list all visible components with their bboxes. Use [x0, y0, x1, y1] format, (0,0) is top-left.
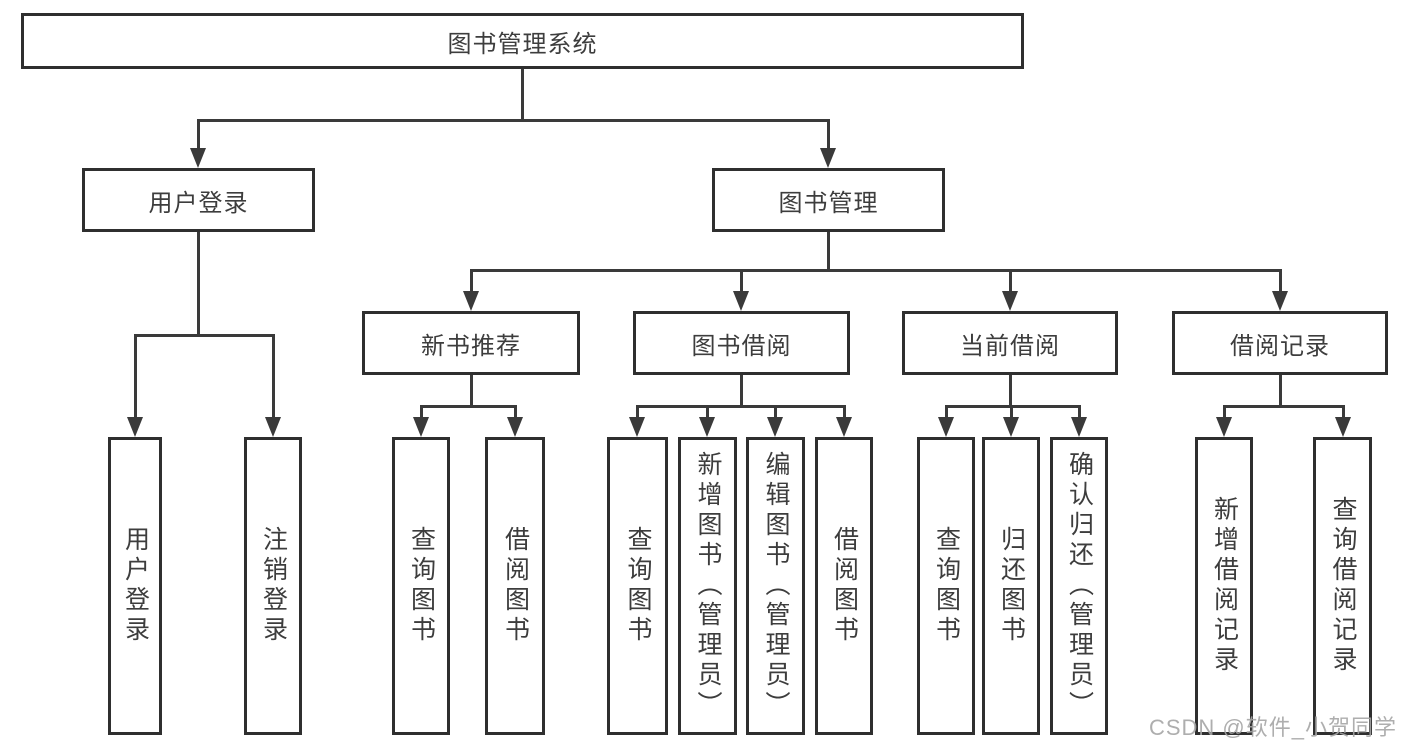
- leaf-logout: 注销登录: [244, 437, 302, 735]
- leaf-record-add-label: 新增借阅记录: [1210, 496, 1239, 676]
- connector-segment: [133, 334, 275, 337]
- connector-segment: [826, 118, 830, 151]
- arrowhead-down-icon: [190, 148, 206, 168]
- connector-segment: [826, 232, 830, 272]
- leaf-user-login-label: 用户登录: [121, 526, 150, 646]
- leaf-record-query-label: 查询借阅记录: [1329, 496, 1357, 676]
- node-current-borrow-label: 当前借阅: [960, 332, 1060, 360]
- connector-segment: [944, 404, 1081, 408]
- leaf-record-query: 查询借阅记录: [1313, 437, 1372, 735]
- arrowhead-down-icon: [1335, 417, 1351, 437]
- leaf-current-confirm-return-label: 确认归还（管理员）: [1065, 451, 1094, 721]
- node-borrow-record-label: 借阅记录: [1230, 332, 1330, 360]
- leaf-borrow-borrow-book-label: 借阅图书: [830, 526, 859, 646]
- connector-segment: [196, 118, 830, 122]
- node-new-book-recommend-label: 新书推荐: [421, 332, 521, 360]
- node-user-login-branch: 用户登录: [82, 168, 315, 232]
- connector-segment: [196, 118, 200, 151]
- connector-segment: [842, 404, 846, 419]
- leaf-current-query-label: 查询图书: [932, 526, 961, 646]
- arrowhead-down-icon: [1002, 291, 1018, 311]
- csdn-watermark: CSDN @软件_小贺同学: [1148, 715, 1397, 740]
- connector-segment: [271, 334, 275, 418]
- connector-segment: [513, 404, 517, 419]
- leaf-borrow-borrow-book: 借阅图书: [815, 437, 873, 735]
- arrowhead-down-icon: [820, 148, 836, 168]
- arrowhead-down-icon: [767, 417, 783, 437]
- arrowhead-down-icon: [507, 417, 523, 437]
- connector-segment: [469, 268, 473, 293]
- arrowhead-down-icon: [463, 291, 479, 311]
- connector-segment: [1341, 404, 1345, 419]
- node-book-management-label: 图书管理: [778, 189, 879, 217]
- leaf-borrow-add-book: 新增图书（管理员）: [678, 437, 737, 735]
- leaf-current-return: 归还图书: [982, 437, 1040, 735]
- connector-segment: [1077, 404, 1081, 419]
- leaf-borrow-query-label: 查询图书: [624, 526, 652, 646]
- arrowhead-down-icon: [127, 417, 143, 437]
- connector-segment: [469, 375, 473, 408]
- node-new-book-recommend: 新书推荐: [362, 311, 580, 375]
- leaf-newbook-query-label: 查询图书: [407, 526, 436, 646]
- node-book-management: 图书管理: [712, 168, 945, 232]
- connector-segment: [1009, 404, 1013, 419]
- node-root-label: 图书管理系统: [447, 30, 598, 58]
- node-borrow-record: 借阅记录: [1172, 311, 1388, 375]
- leaf-logout-label: 注销登录: [259, 526, 288, 646]
- connector-segment: [1008, 268, 1012, 293]
- connector-segment: [196, 232, 200, 337]
- node-user-login-branch-label: 用户登录: [148, 189, 249, 217]
- connector-segment: [944, 404, 948, 419]
- arrowhead-down-icon: [836, 417, 852, 437]
- leaf-newbook-borrow-label: 借阅图书: [501, 526, 530, 646]
- leaf-user-login: 用户登录: [108, 437, 162, 735]
- node-book-borrow-label: 图书借阅: [691, 332, 792, 360]
- connector-segment: [1222, 404, 1345, 408]
- leaf-newbook-query: 查询图书: [392, 437, 450, 735]
- arrowhead-down-icon: [1272, 291, 1288, 311]
- connector-segment: [1278, 375, 1282, 408]
- node-current-borrow: 当前借阅: [902, 311, 1118, 375]
- arrowhead-down-icon: [938, 417, 954, 437]
- connector-segment: [773, 404, 777, 419]
- arrowhead-down-icon: [1216, 417, 1232, 437]
- arrowhead-down-icon: [1003, 417, 1019, 437]
- connector-segment: [133, 334, 137, 418]
- arrowhead-down-icon: [413, 417, 429, 437]
- leaf-current-confirm-return: 确认归还（管理员）: [1050, 437, 1108, 735]
- leaf-borrow-add-book-label: 新增图书（管理员）: [694, 451, 722, 721]
- connector-segment: [739, 375, 743, 408]
- leaf-current-return-label: 归还图书: [997, 526, 1026, 646]
- connector-segment: [739, 268, 743, 293]
- leaf-current-query: 查询图书: [917, 437, 975, 735]
- connector-segment: [419, 404, 517, 408]
- connector-segment: [635, 404, 639, 419]
- connector-segment: [635, 404, 846, 408]
- leaf-record-add: 新增借阅记录: [1195, 437, 1253, 735]
- leaf-borrow-edit-book: 编辑图书（管理员）: [746, 437, 805, 735]
- leaf-borrow-query: 查询图书: [607, 437, 668, 735]
- leaf-borrow-edit-book-label: 编辑图书（管理员）: [762, 451, 790, 721]
- connector-segment: [1278, 268, 1282, 293]
- connector-segment: [1222, 404, 1226, 419]
- node-root: 图书管理系统: [21, 13, 1024, 69]
- connector-segment: [419, 404, 423, 419]
- arrowhead-down-icon: [699, 417, 715, 437]
- leaf-newbook-borrow: 借阅图书: [485, 437, 545, 735]
- node-book-borrow: 图书借阅: [633, 311, 850, 375]
- connector-segment: [1008, 375, 1012, 408]
- connector-segment: [520, 69, 524, 121]
- arrowhead-down-icon: [629, 417, 645, 437]
- arrowhead-down-icon: [1071, 417, 1087, 437]
- connector-segment: [469, 268, 1282, 272]
- arrowhead-down-icon: [733, 291, 749, 311]
- arrowhead-down-icon: [265, 417, 281, 437]
- connector-segment: [705, 404, 709, 419]
